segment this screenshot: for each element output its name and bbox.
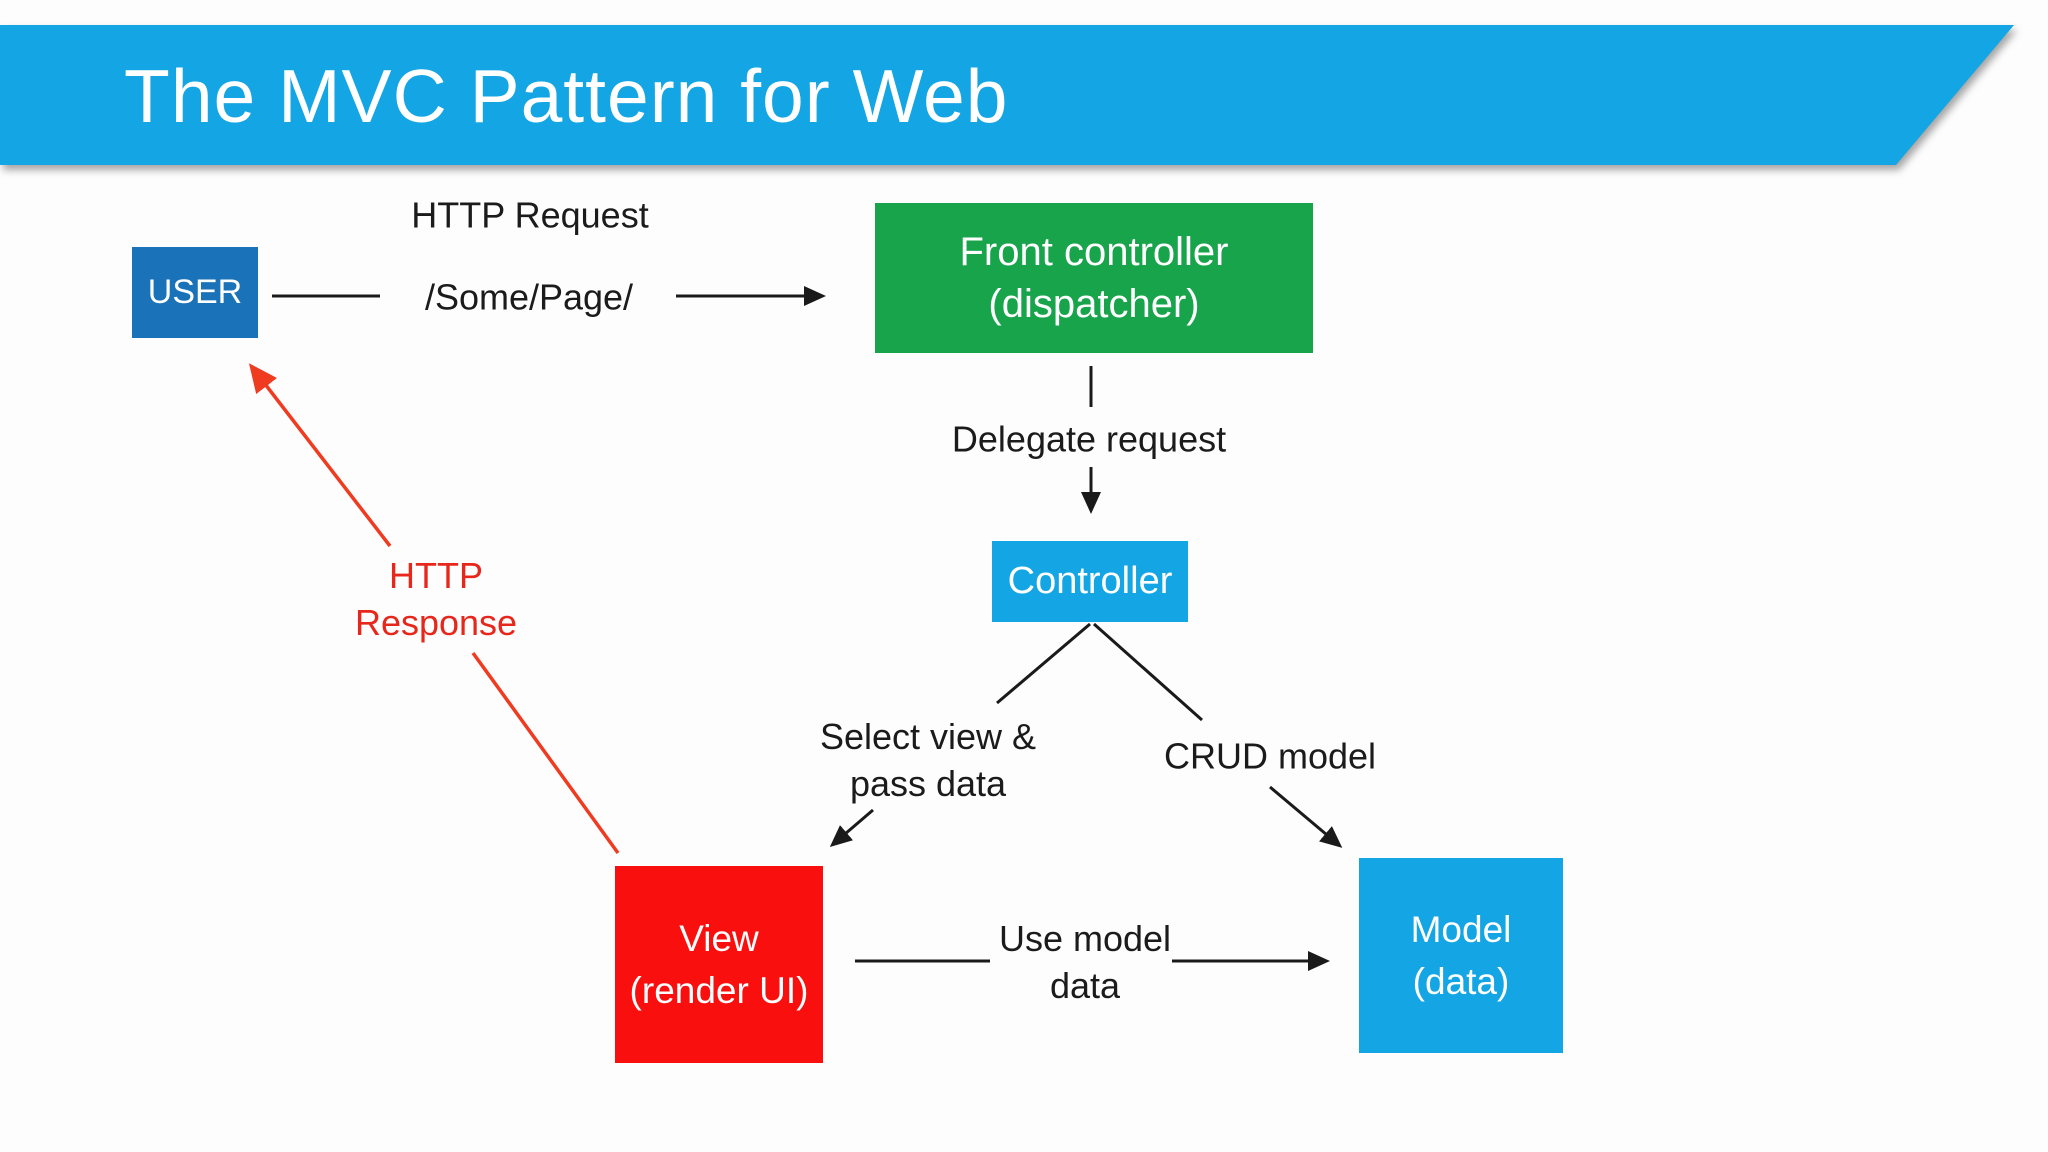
front-controller-label-line2: (dispatcher) <box>988 282 1200 326</box>
http-response-label-line1: HTTP <box>388 555 483 596</box>
user-box: USER <box>132 247 258 338</box>
use-model-label-line2: data <box>1049 965 1121 1006</box>
model-box-label-line2: (data) <box>1412 960 1510 1002</box>
model-box-label-line1: Model <box>1410 908 1512 950</box>
select-view-label: Select view & pass data <box>820 713 1036 807</box>
view-box: View (render UI) <box>615 866 823 1063</box>
view-box-label-line2: (render UI) <box>629 969 809 1011</box>
controller-box-label: Controller <box>1007 560 1173 602</box>
delegate-request-label: Delegate request <box>951 418 1227 460</box>
select-view-to-view-arrow <box>829 808 874 848</box>
http-response-label: HTTP Response <box>355 552 517 646</box>
view-box-label-line1: View <box>679 917 759 959</box>
controller-to-select-view-line <box>996 622 1091 705</box>
front-controller-label-line1: Front controller <box>959 230 1229 274</box>
response-to-user-arrow <box>248 363 392 548</box>
controller-to-crud-line <box>1093 622 1203 722</box>
http-request-label: HTTP Request <box>411 194 649 236</box>
crud-model-label: CRUD model <box>1163 735 1377 777</box>
select-view-label-line1: Select view & <box>819 716 1037 757</box>
some-page-label: /Some/Page/ <box>424 276 634 318</box>
title-banner: The MVC Pattern for Web <box>0 25 2048 165</box>
use-model-label: Use model data <box>999 915 1171 1009</box>
front-controller-box: Front controller (dispatcher) <box>875 203 1313 353</box>
select-view-label-line2: pass data <box>849 763 1007 804</box>
model-box: Model (data) <box>1359 858 1563 1053</box>
controller-box: Controller <box>992 541 1188 622</box>
user-box-label: USER <box>147 273 243 311</box>
slide-title: The MVC Pattern for Web <box>124 54 1009 138</box>
use-model-label-line1: Use model <box>998 918 1172 959</box>
http-response-label-line2: Response <box>354 602 518 643</box>
view-to-response-line <box>471 651 620 855</box>
title-banner-shape <box>0 25 2014 165</box>
crud-to-model-arrow <box>1269 785 1343 848</box>
